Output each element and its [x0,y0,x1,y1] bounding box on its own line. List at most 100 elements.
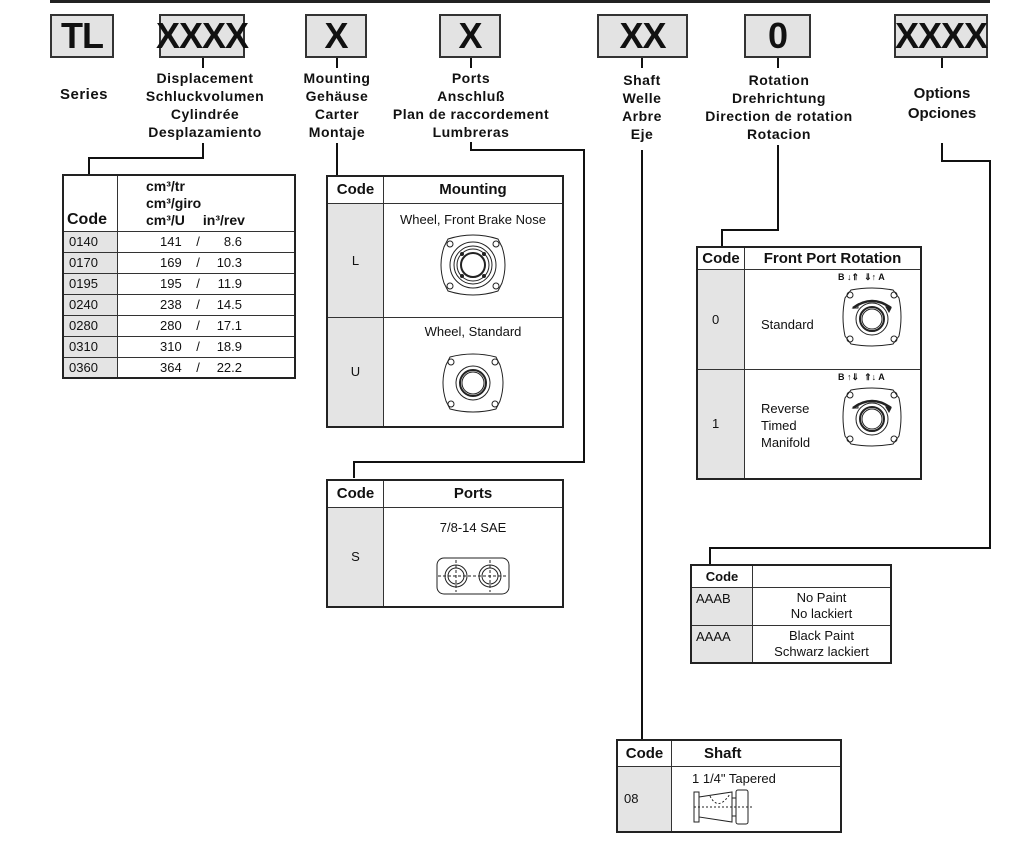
displacement-separator: / [196,318,200,333]
displacement-row: 0310 310/18.9 [62,335,296,358]
shaft-title: Shaft [671,739,842,767]
mounting-table: Code Mounting L Wheel, Front Brake Nose … [326,175,564,428]
ports-row: S 7/8-14 SAE [326,506,564,608]
connector-options-a [941,143,943,161]
displacement-imperial: 10.3 [216,255,242,270]
connector-ports-a [470,142,472,150]
code-box-options: XXXX [894,14,988,58]
label-series: Series [59,86,109,103]
connector-options-d [709,547,991,549]
connector-options-c [989,160,991,548]
displacement-metric: 169 [160,255,182,270]
shaft-code: 08 [616,765,672,833]
port-direction-labels: B ↑⇓ ⇑↓ A [838,371,885,382]
tick-options [941,58,943,68]
connector-shaft [641,150,643,740]
displacement-metric: 238 [160,297,182,312]
displacement-code: 0360 [62,356,118,379]
displacement-metric: 364 [160,359,182,375]
options-code-header: Code [690,564,753,588]
displacement-value: 238/14.5 [117,293,296,316]
mounting-row: U Wheel, Standard [326,316,564,428]
displacement-value: 310/18.9 [117,335,296,358]
connector-ports-d [353,461,585,463]
displacement-imperial: 17.1 [216,318,242,333]
rotation-code: 0 [696,268,745,370]
connector-displacement [202,143,204,158]
top-rule [50,0,990,3]
displacement-value: 280 / 17.1 [117,314,296,337]
displacement-code: 0170 [62,251,118,274]
displacement-imperial: 22.2 [216,359,242,375]
displacement-row: 0195 195/11.9 [62,272,296,295]
arrows-b-icon: ↓⇑ [847,271,860,282]
displacement-separator: / [196,255,200,270]
tick-ports [470,58,472,68]
displacement-metric: 195 [160,276,182,291]
displacement-row: 0240 238/14.5 [62,293,296,316]
rotation-table: Code Front Port Rotation 0 Standard B ↓⇑… [696,246,922,480]
rotation-row: 0 Standard B ↓⇑ ⇓↑ A [696,268,922,370]
mounting-desc: Wheel, Standard [424,323,522,339]
displacement-code: 0310 [62,335,118,358]
arrows-a-icon: ⇑↓ [864,371,877,382]
code-box-displacement: XXXX [155,14,249,58]
code-box-series: TL [50,14,114,58]
connector-rotation-b [721,229,779,231]
options-code: AAAB [690,586,753,626]
connector-options-b [941,160,991,162]
connector-displacement-h [88,157,204,159]
ports-sae-icon [384,557,562,595]
displacement-row: 0280 280/17.1 [62,314,296,337]
displacement-value: 364 / 22.2 [117,356,296,379]
rotation-code-header: Code [696,246,745,270]
rotation-title: Front Port Rotation [744,246,922,270]
mounting-desc: Wheel, Front Brake Nose [400,211,546,227]
code-box-mounting: X [305,14,367,58]
connector-ports-b [470,149,585,151]
shaft-row: 08 1 1/4" Tapered [616,765,842,833]
rotation-code: 1 [696,368,745,480]
tick-mounting [336,58,338,68]
connector-mounting [336,143,338,175]
displacement-separator: / [196,339,200,354]
mount-front-brake-nose-icon [384,231,562,299]
displacement-separator: / [196,297,200,312]
code-box-shaft: XX [597,14,688,58]
connector-ports-e [353,461,355,478]
displacement-value: 169 / 10.3 [117,251,296,274]
ports-code: S [326,506,384,608]
displacement-separator: / [196,234,200,249]
rotation-desc: Standard [761,316,814,332]
mount-wheel-standard-icon [384,351,562,415]
displacement-code: 0240 [62,293,118,316]
mounting-title: Mounting [383,175,564,204]
displacement-value: 141/8.6 [117,230,296,253]
connector-rotation-a [777,145,779,231]
displacement-code: 0195 [62,272,118,295]
displacement-separator: / [196,359,200,375]
options-code: AAAA [690,624,753,664]
code-box-rotation: 0 [744,14,811,58]
displacement-separator: / [196,276,200,291]
connector-ports-c [583,149,585,462]
displacement-row: 0170 169 / 10.3 [62,251,296,274]
rotation-standard-icon [841,286,903,348]
rotation-reverse-icon [841,386,903,448]
displacement-metric: 280 [160,318,182,333]
port-direction-labels: B ↓⇑ ⇓↑ A [838,271,885,282]
ports-desc: 7/8-14 SAE [439,519,507,535]
ports-code-header: Code [326,479,384,508]
shaft-code-header: Code [616,739,672,767]
tapered-shaft-icon [692,788,840,826]
